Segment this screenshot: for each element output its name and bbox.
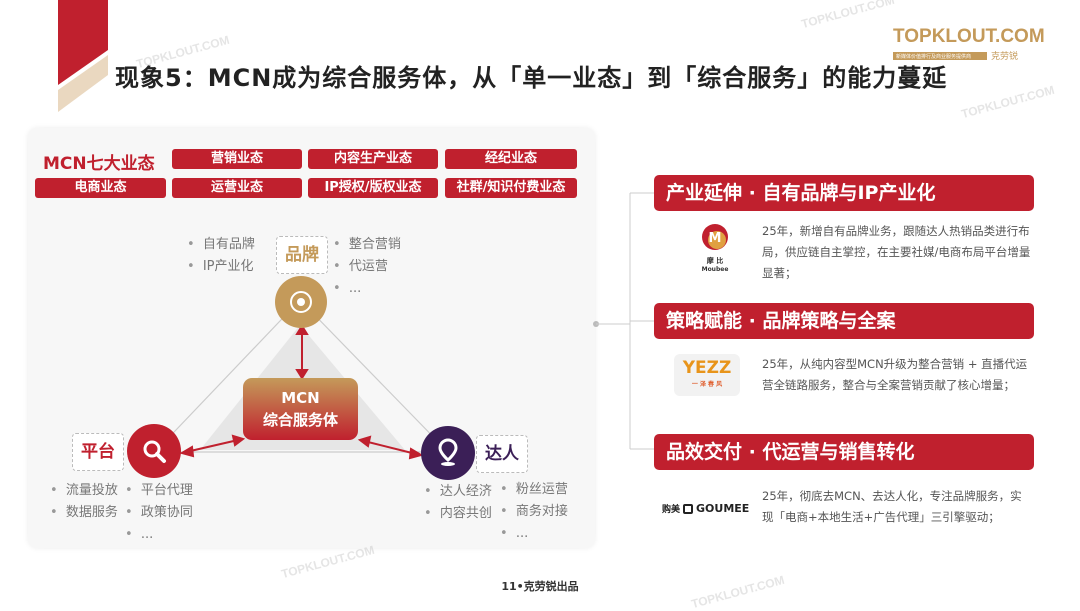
brand-right-list: 整合营销代运营... <box>333 234 401 300</box>
search-icon <box>127 424 181 478</box>
watermark: TOPKLOUT.COM <box>799 0 896 32</box>
section-header-industry: 产业延伸 · 自有品牌与IP产业化 <box>654 175 1034 211</box>
page-title: 现象5：MCN成为综合服务体，从「单一业态」到「综合服务」的能力蔓延 <box>115 64 948 92</box>
platform-left-list: 流量投放数据服务 <box>50 480 118 524</box>
section-desc-delivery: 25年，彻底去MCN、去达人化，专注品牌服务，实现「电商+本地生活+广告代理」三… <box>762 489 1022 524</box>
connector-lines <box>593 192 654 450</box>
brand-left-list: 自有品牌IP产业化 <box>187 234 255 278</box>
moubee-logo: M 摩 比 Moubee <box>680 222 750 273</box>
section-desc-strategy: 25年，从纯内容型MCN升级为整合营销 + 直播代运营全链路服务，整合与全案营销… <box>762 357 1028 392</box>
watermark: TOPKLOUT.COM <box>959 82 1056 122</box>
talent-right-list: 粉丝运营商务对接... <box>500 479 568 545</box>
mcn-seven-business-label: MCN七大业态 <box>43 154 155 174</box>
tag-operation: 运营业态 <box>172 178 302 198</box>
section-header-delivery: 品效交付 · 代运营与销售转化 <box>654 434 1034 470</box>
talent-left-list: 达人经济内容共创 <box>424 481 492 525</box>
tag-agency: 经纪业态 <box>445 149 577 169</box>
section-header-strategy: 策略赋能 · 品牌策略与全案 <box>654 303 1034 339</box>
platform-right-list: 平台代理政策协同... <box>125 480 193 546</box>
topklout-logo: TOPKLOUT.COM 新媒体价值排行及商业服务提供商克劳锐 <box>893 26 1045 62</box>
yezz-logo: YEZZ 一 泽 春 风 <box>674 354 740 396</box>
talent-label: 达人 <box>476 435 528 473</box>
corner-decoration <box>58 0 108 112</box>
tag-content: 内容生产业态 <box>308 149 438 169</box>
section-desc-industry: 25年，新增自有品牌业务，跟随达人热销品类进行布局，供应链自主掌控，在主要社媒/… <box>762 224 1031 280</box>
svg-text:M: M <box>709 231 722 246</box>
tag-community: 社群/知识付费业态 <box>445 178 577 198</box>
platform-label: 平台 <box>72 433 124 471</box>
tag-ecommerce: 电商业态 <box>35 178 166 198</box>
brand-target-icon <box>275 276 327 328</box>
location-pin-icon <box>421 426 475 480</box>
tag-ip-license: IP授权/版权业态 <box>308 178 438 198</box>
tag-marketing: 营销业态 <box>172 149 302 169</box>
brand-label: 品牌 <box>276 236 328 274</box>
page-footer: 11•克劳锐出品 <box>501 580 579 593</box>
mcn-business-card <box>28 128 595 548</box>
